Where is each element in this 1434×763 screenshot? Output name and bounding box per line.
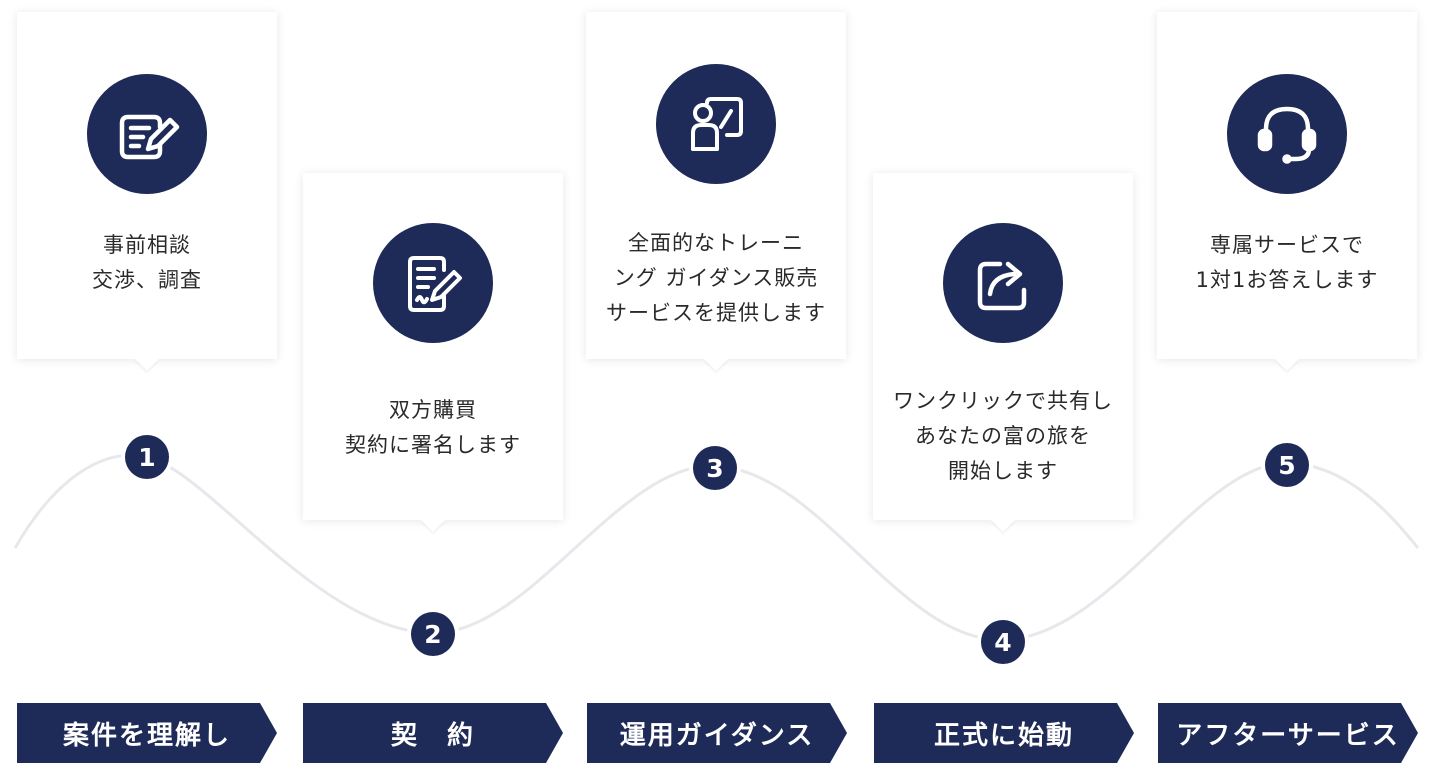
step-4-line-3: 開始します [948,459,1058,483]
step-5-line-2: 1対1お答えします [1195,268,1379,292]
step-2-line-1: 双方購買 [389,398,477,422]
step-icon-circle-3 [656,64,776,184]
step-number-5: 5 [1265,443,1309,487]
step-title-2: 契 約 [303,703,563,763]
step-icon-circle-2 [373,223,493,343]
step-card-3: 全面的なトレーニ ング ガイダンス販売 サービスを提供します [586,12,846,359]
step-3-line-1: 全面的なトレーニ [628,231,804,255]
training-presentation-icon [691,97,743,151]
step-icon-circle-4 [943,223,1063,343]
step-title-4: 正式に始動 [874,703,1134,763]
step-number-2: 2 [411,612,455,656]
step-card-2: 双方購買 契約に署名します [303,173,563,520]
step-3-line-2: ング ガイダンス販売 [613,266,819,290]
step-title-1: 案件を理解し [17,703,277,763]
step-4-line-2: あなたの富の旅を [915,424,1091,448]
step-1-line-2: 交渉、調査 [92,268,202,292]
step-3-line-3: サービスを提供します [606,301,826,325]
contract-sign-icon [408,256,462,312]
step-title-3: 運用ガイダンス [587,703,847,763]
step-4-line-1: ワンクリックで共有し [893,389,1113,413]
step-5-line-1: 専属サービスで [1210,233,1364,257]
step-number-3: 3 [693,446,737,490]
step-2-line-2: 契約に署名します [345,433,521,457]
step-card-1: 事前相談 交渉、調査 [17,12,277,359]
share-icon [977,261,1027,311]
step-card-5: 専属サービスで 1対1お答えします [1157,12,1417,359]
step-title-5: アフターサービス [1158,703,1418,763]
edit-note-icon [119,114,180,160]
headset-icon [1257,106,1317,164]
step-card-4: ワンクリックで共有し あなたの富の旅を 開始します [873,173,1133,520]
step-number-1: 1 [125,435,169,479]
step-1-line-1: 事前相談 [103,233,191,257]
step-icon-circle-5 [1227,74,1347,194]
step-number-4: 4 [981,620,1025,664]
step-icon-circle-1 [87,74,207,194]
